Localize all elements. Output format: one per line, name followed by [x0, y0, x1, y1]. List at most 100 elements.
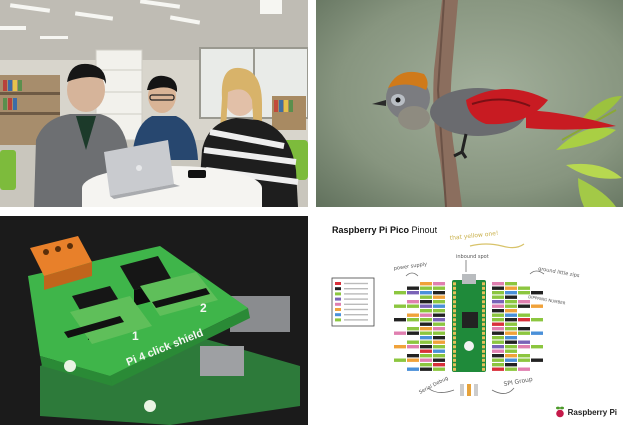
pin-label-bar — [505, 367, 517, 371]
pin-label-bar — [505, 313, 517, 317]
library-meeting-photo — [0, 0, 308, 207]
debug-pad — [467, 384, 471, 396]
pin-label-bar — [407, 345, 419, 349]
pin-label-bar — [407, 300, 419, 304]
pin-label-bar — [433, 304, 445, 308]
pin-label-bar — [407, 291, 419, 295]
pin-label-bar — [433, 286, 445, 290]
pin-label-bar — [518, 327, 530, 331]
pin-pad — [482, 340, 485, 344]
pin-pad — [453, 304, 456, 308]
pin-label-bar — [420, 282, 432, 286]
pin-pad — [482, 295, 485, 299]
pin-label-bar — [407, 340, 419, 344]
legend-text-line — [344, 314, 368, 316]
pin-pad — [453, 327, 456, 331]
pin-pad — [482, 331, 485, 335]
pin-label-bar — [433, 322, 445, 326]
pin-pad — [453, 295, 456, 299]
pin-label-bar — [394, 291, 406, 295]
usb-port — [462, 274, 476, 284]
brand-label: Raspberry Pi — [567, 407, 617, 417]
pin-pad — [482, 322, 485, 326]
pin-label-bar — [492, 349, 504, 353]
legend-swatch — [335, 318, 341, 322]
pin-label-bar — [492, 336, 504, 340]
pin-pad — [482, 354, 485, 358]
pin-label-bar — [420, 331, 432, 335]
legend-swatches — [335, 282, 368, 322]
pin-label-bar — [492, 318, 504, 322]
pin-label-bar — [433, 340, 445, 344]
pin-pad — [453, 336, 456, 340]
pin-pad — [453, 322, 456, 326]
pin-pad — [453, 318, 456, 322]
pin-pad — [482, 345, 485, 349]
pin-label-bar — [518, 291, 530, 295]
pin-label-bar — [492, 295, 504, 299]
pin-pad — [482, 309, 485, 313]
pin-label-bar — [394, 358, 406, 362]
legend-text-line — [344, 319, 368, 321]
pin-pad — [482, 291, 485, 295]
pin-pad — [453, 331, 456, 335]
pin-label-bar — [505, 327, 517, 331]
pin-label-bar — [407, 318, 419, 322]
pin-label-bar — [433, 295, 445, 299]
pin-label-bar — [394, 345, 406, 349]
pin-label-bar — [518, 358, 530, 362]
pin-label-bar — [531, 331, 543, 335]
pin-label-bar — [420, 309, 432, 313]
pin-label-bar — [407, 313, 419, 317]
rp2040-chip — [462, 312, 478, 328]
pi-click-shield-photo: Pi 4 click shield 1 2 — [0, 216, 308, 425]
pin-label-bar — [420, 300, 432, 304]
pin-label-bar — [420, 313, 432, 317]
pin-label-bar — [492, 340, 504, 344]
handwritten-arrows — [405, 260, 545, 394]
pin-pad — [453, 358, 456, 362]
note-yellow: that yellow one! — [449, 230, 498, 242]
note-power: power supply — [393, 261, 427, 272]
pin-pad — [453, 291, 456, 295]
pin-pad — [482, 336, 485, 340]
pin-label-bar — [407, 327, 419, 331]
pin-pad — [482, 282, 485, 286]
pin-label-bar — [394, 318, 406, 322]
pin-label-bar — [407, 354, 419, 358]
pin-pad — [482, 304, 485, 308]
legend-swatch — [335, 292, 341, 296]
legend-text-line — [344, 293, 368, 295]
pin-label-bar — [420, 318, 432, 322]
pin-label-bar — [518, 331, 530, 335]
pin-label-bar — [420, 349, 432, 353]
pin-label-bar — [420, 327, 432, 331]
left-pin-labels — [394, 282, 445, 371]
pin-label-bar — [420, 291, 432, 295]
pin-label-bar — [420, 363, 432, 367]
pin-label-bar — [407, 367, 419, 371]
pin-label-bar — [407, 286, 419, 290]
pin-label-bar — [433, 318, 445, 322]
pin-pad — [453, 345, 456, 349]
legend-text-line — [344, 288, 368, 290]
pin-pad — [482, 349, 485, 353]
pin-label-bar — [518, 313, 530, 317]
pin-label-bar — [407, 331, 419, 335]
pin-label-bar — [420, 358, 432, 362]
pin-label-bar — [505, 291, 517, 295]
pin-label-bar — [420, 304, 432, 308]
pin-pad — [453, 313, 456, 317]
pin-label-bar — [492, 291, 504, 295]
highlighter-underline — [469, 243, 525, 249]
pin-label-bar — [420, 354, 432, 358]
legend-swatch — [335, 308, 341, 311]
pin-pad — [482, 313, 485, 317]
legend-swatch — [335, 302, 341, 306]
pin-label-bar — [505, 331, 517, 335]
pin-label-bar — [505, 358, 517, 362]
pin-label-bar — [433, 354, 445, 358]
pin-label-bar — [505, 295, 517, 299]
pin-label-bar — [420, 295, 432, 299]
library-scene — [0, 0, 308, 207]
